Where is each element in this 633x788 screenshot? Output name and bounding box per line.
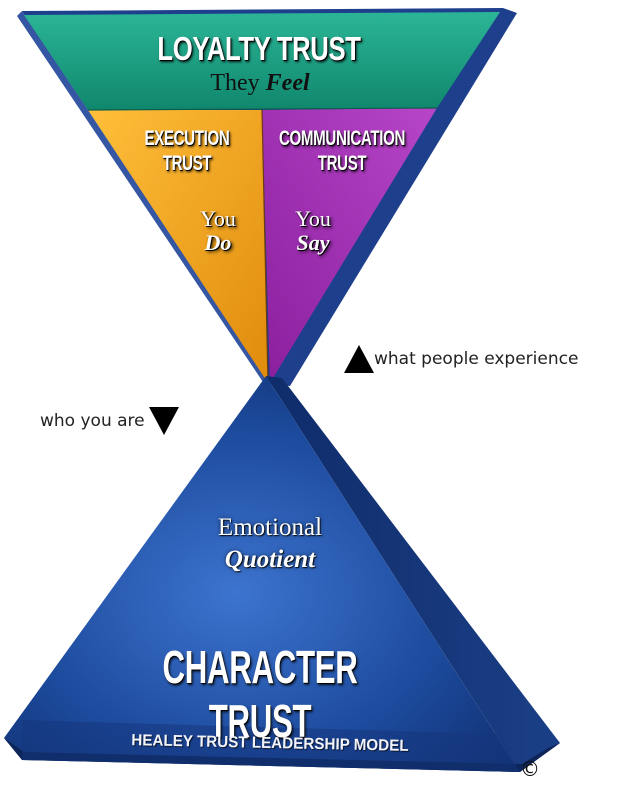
execution-trust-label: EXECUTION TRUST [137, 126, 238, 176]
execution-line1: EXECUTION [144, 127, 230, 150]
execution-verb: You Do [188, 207, 248, 255]
character-pyramid [4, 376, 520, 772]
execution-panel [88, 110, 268, 383]
communication-line1: COMMUNICATION [278, 127, 406, 150]
experience-note: what people experience [344, 345, 578, 373]
communication-trust-label: COMMUNICATION TRUST [277, 126, 407, 176]
experience-note-text: what people experience [374, 349, 579, 369]
eq-emph: Quotient [224, 546, 316, 573]
pyramid-base-band [22, 720, 520, 772]
communication-verb: You Say [281, 207, 345, 255]
communication-verb-plain: You [295, 206, 331, 231]
loyalty-trust-title: LOYALTY TRUST [157, 30, 361, 67]
who-you-are-text: who you are [40, 411, 145, 431]
character-trust-title: CHARACTER TRUST [162, 641, 358, 747]
who-you-are-note: who you are [40, 407, 179, 435]
eq-plain: Emotional [217, 514, 323, 541]
execution-line2: TRUST [162, 152, 212, 175]
communication-verb-emph: Say [296, 230, 330, 255]
panel-divider [261, 109, 269, 384]
band-divider [87, 107, 438, 111]
loyalty-subtitle-plain: They [210, 70, 260, 96]
down-triangle-icon [148, 407, 179, 435]
copyright-mark: © [520, 757, 540, 781]
bottom-right-face [266, 376, 560, 772]
up-triangle-icon [344, 345, 374, 373]
communication-panel [262, 108, 437, 383]
emotional-quotient: Emotional Quotient [170, 512, 370, 576]
loyalty-band [24, 12, 500, 110]
top-frame-left-edge [17, 11, 270, 385]
loyalty-subtitle-emph: Feel [265, 70, 310, 96]
loyalty-subtitle: They Feel [140, 70, 380, 97]
communication-line2: TRUST [317, 152, 367, 175]
execution-verb-emph: Do [204, 230, 232, 255]
execution-verb-plain: You [200, 206, 236, 231]
